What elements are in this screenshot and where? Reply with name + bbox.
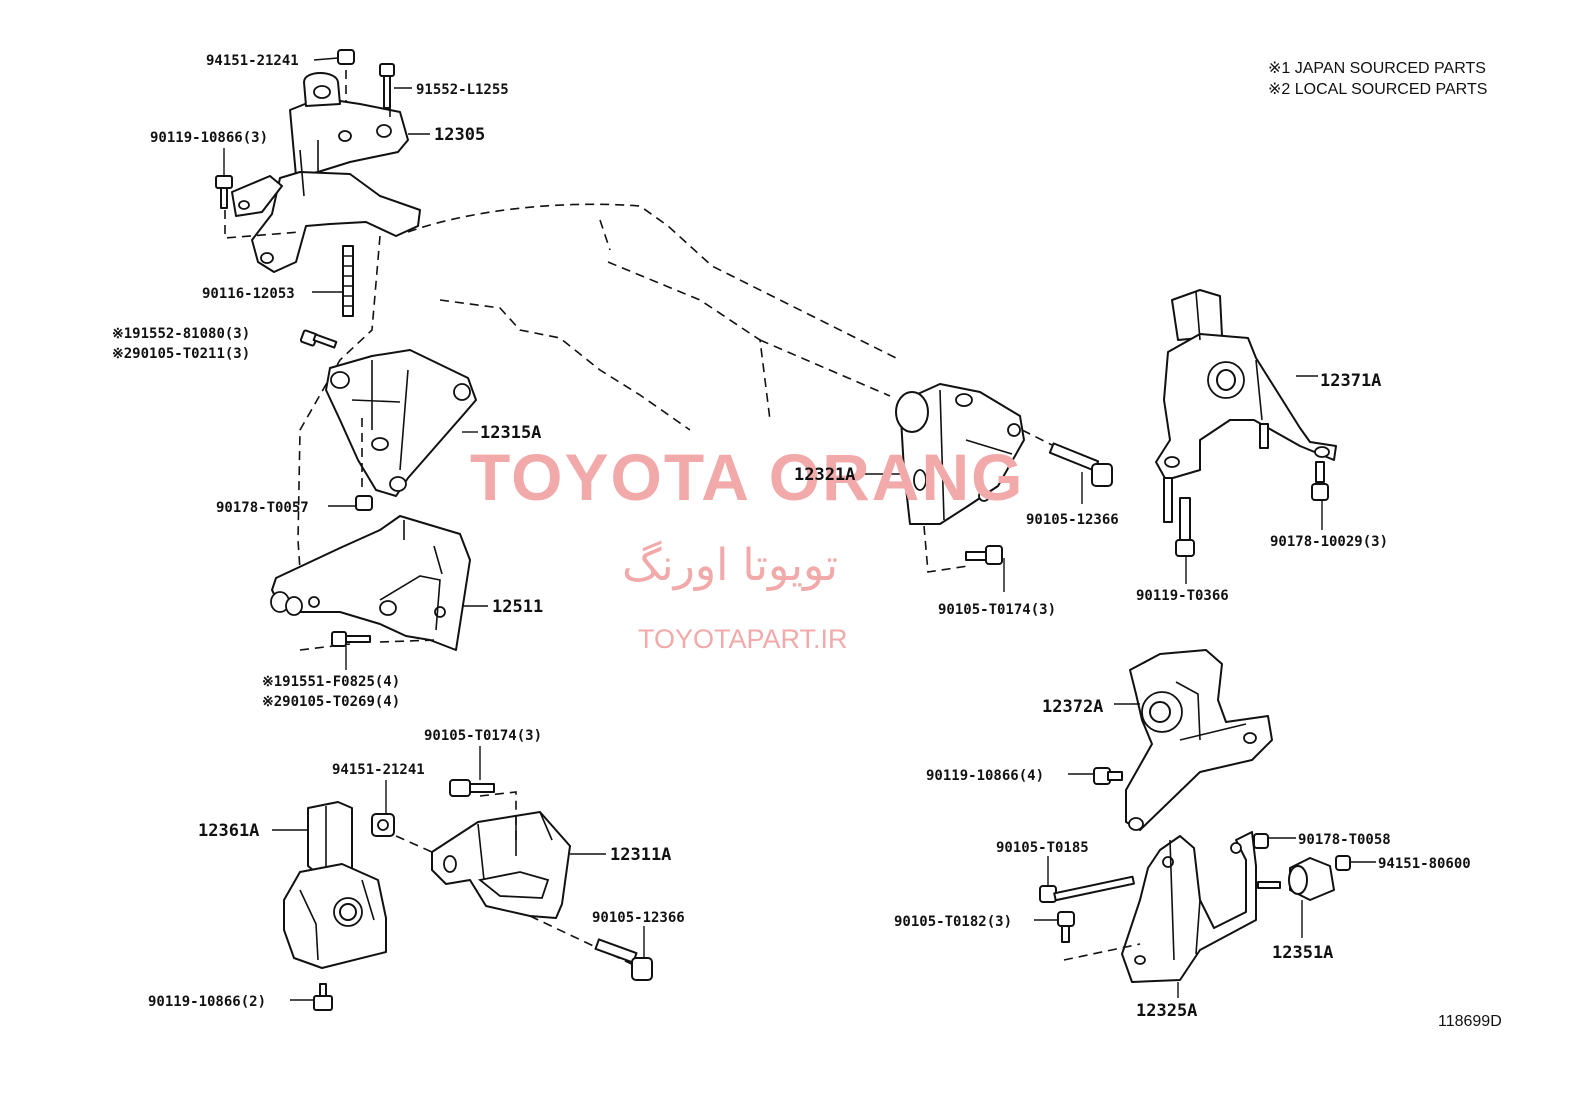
label-90178-T0057: 90178-T0057 xyxy=(216,500,309,516)
label-191552-81080: ※191552-81080(3) xyxy=(112,326,250,342)
label-12325A: 12325A xyxy=(1136,1001,1197,1021)
label-90105-12366-bottom: 90105-12366 xyxy=(592,910,685,926)
stud-icon xyxy=(1163,423,1325,523)
watermark-url: TOYOTAPART.IR xyxy=(638,624,848,654)
engine-mount-12305 xyxy=(224,70,421,273)
label-90105-12366-mid: 90105-12366 xyxy=(1026,512,1119,528)
leader-lines xyxy=(223,57,1376,1001)
label-12372A: 12372A xyxy=(1042,697,1103,717)
label-94151-80600: 94151-80600 xyxy=(1378,856,1471,872)
figure-id: 118699D xyxy=(1438,1013,1502,1030)
label-12371A: 12371A xyxy=(1320,371,1381,391)
bushing-icon xyxy=(1288,857,1335,901)
label-12311A: 12311A xyxy=(610,845,671,865)
bolt-icon xyxy=(379,63,395,109)
bolt-icon xyxy=(1039,875,1135,903)
bolt-icon xyxy=(1175,497,1195,557)
label-12351A: 12351A xyxy=(1272,943,1333,963)
engine-mount-12372A xyxy=(1125,649,1273,831)
bracket-12321A xyxy=(895,383,1063,573)
bolt-icon xyxy=(965,545,1003,565)
part-labels: 94151-21241 91552-L1255 12305 90119-1086… xyxy=(112,53,1502,1030)
label-12315A: 12315A xyxy=(480,423,541,443)
bolt-icon xyxy=(449,779,495,797)
watermark: TOYOTA ORANG تویوتا اورنگ TOYOTAPART.IR xyxy=(470,440,1024,654)
label-90119-10866-2: 90119-10866(2) xyxy=(148,994,266,1010)
bolt-icon xyxy=(1048,442,1113,487)
nut-icon xyxy=(1311,483,1329,501)
label-90105-T0174-mid: 90105-T0174(3) xyxy=(938,602,1056,618)
nut-icon xyxy=(371,813,395,837)
label-90105-T0185: 90105-T0185 xyxy=(996,840,1089,856)
bracket-12315A xyxy=(325,349,477,497)
stud-icon xyxy=(342,245,354,317)
label-90119-T0366: 90119-T0366 xyxy=(1136,588,1229,604)
label-94151-21241-bottom: 94151-21241 xyxy=(332,762,425,778)
watermark-title: TOYOTA ORANG xyxy=(470,440,1024,514)
label-12361A: 12361A xyxy=(198,821,259,841)
label-94151-21241-top: 94151-21241 xyxy=(206,53,299,69)
label-91552-L1255: 91552-L1255 xyxy=(416,82,509,98)
engine-mount-12371A xyxy=(1155,289,1337,481)
label-90178-T0058: 90178-T0058 xyxy=(1298,832,1391,848)
label-12305: 12305 xyxy=(434,125,485,145)
engine-outline xyxy=(297,203,901,571)
bolt-icon xyxy=(1057,911,1075,943)
label-191551-F0825: ※191551-F0825(4) xyxy=(262,674,400,690)
bolt-icon xyxy=(215,175,233,209)
label-12511: 12511 xyxy=(492,597,543,617)
nut-icon xyxy=(1253,833,1351,871)
label-90105-T0182: 90105-T0182(3) xyxy=(894,914,1012,930)
bolt-icon xyxy=(1093,767,1123,785)
bolt-icon xyxy=(299,329,338,349)
label-290105-T0211: ※290105-T0211(3) xyxy=(112,346,250,362)
nut-icon xyxy=(355,495,373,511)
label-290105-T0269: ※290105-T0269(4) xyxy=(262,694,400,710)
stud-icon xyxy=(1257,881,1281,889)
bolt-icon xyxy=(313,983,333,1011)
label-90105-T0174-left: 90105-T0174(3) xyxy=(424,728,542,744)
nut-icon xyxy=(337,49,355,65)
bracket-12325A xyxy=(1063,831,1257,983)
note-japan-sourced: ※1 JAPAN SOURCED PARTS xyxy=(1268,60,1486,77)
label-90116-12053: 90116-12053 xyxy=(202,286,295,302)
label-90119-10866-3: 90119-10866(3) xyxy=(150,130,268,146)
label-90178-10029: 90178-10029(3) xyxy=(1270,534,1388,550)
label-12321A: 12321A xyxy=(794,465,855,485)
bolt-icon xyxy=(331,631,371,647)
bracket-12511 xyxy=(270,515,471,651)
watermark-persian: تویوتا اورنگ xyxy=(622,540,838,591)
label-90119-10866-4: 90119-10866(4) xyxy=(926,768,1044,784)
engine-mount-12361A xyxy=(283,801,387,969)
note-local-sourced: ※2 LOCAL SOURCED PARTS xyxy=(1268,81,1487,98)
bracket-12311A xyxy=(395,791,641,969)
bolt-icon xyxy=(594,938,653,981)
